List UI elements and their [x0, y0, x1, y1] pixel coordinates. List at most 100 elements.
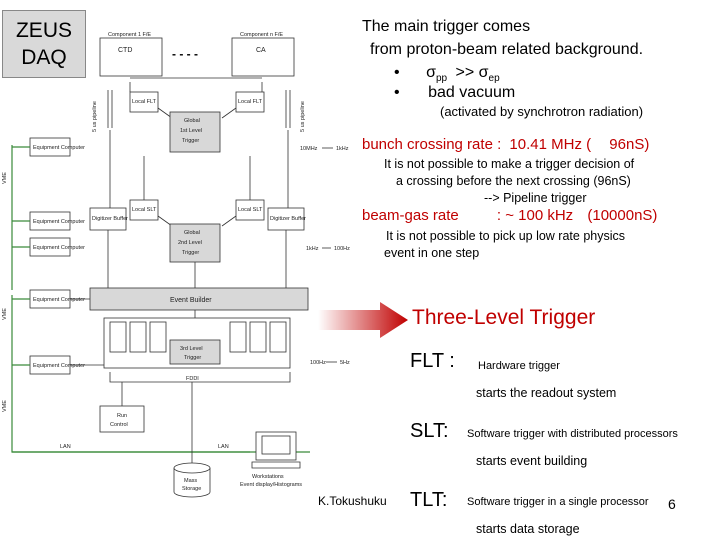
run-control-line2: Control	[110, 422, 128, 428]
event-builder-label: Event Builder	[170, 297, 212, 304]
flt-action: starts the readout system	[476, 386, 617, 400]
vme-label-1: VME	[2, 172, 8, 184]
global-flt-line2: 1st Level	[180, 128, 202, 134]
mass-storage-body	[173, 468, 211, 498]
vme-label-3: VME	[2, 400, 8, 412]
global-slt-line1: Global	[184, 230, 200, 236]
vme-label-2: VME	[2, 308, 8, 320]
run-control-line1: Run	[117, 413, 127, 419]
sigma-ep-symbol: σ	[478, 64, 489, 81]
component-n-fe-label: Component n F/E	[240, 32, 283, 38]
tlt-desc: Software trigger in a single processor	[467, 496, 649, 508]
bunch-desc3: --> Pipeline trigger	[484, 191, 587, 205]
lan-right-label: LAN	[218, 444, 229, 450]
mass-storage-line2: Storage	[182, 486, 201, 492]
bunch-crossing-label: bunch crossing rate :	[362, 136, 502, 153]
bunch-desc2: a crossing before the next crossing (96n…	[396, 174, 631, 188]
bullet-1: • σpp >> σep	[394, 64, 500, 84]
intro-note: (activated by synchrotron radiation)	[440, 104, 644, 119]
global-flt-line3: Trigger	[182, 138, 199, 144]
slt-links	[109, 130, 289, 227]
bunch-crossing-line: bunch crossing rate : 10.41 MHz ( 96nS)	[362, 136, 649, 153]
equipment-links	[12, 146, 30, 366]
page-number: 6	[668, 496, 676, 512]
lan-left-label: LAN	[60, 444, 71, 450]
rate2-out: 100Hz	[334, 246, 350, 252]
tlt-node-5	[249, 321, 267, 353]
sigma-pp-subscript: pp	[435, 73, 448, 85]
local-flt-left	[129, 91, 159, 113]
global-slt-line3: Trigger	[182, 250, 199, 256]
mass-storage-line1: Mass	[184, 478, 197, 484]
ctd-box	[99, 37, 163, 77]
sigma-ep: σep	[478, 64, 500, 85]
workstation-base	[251, 461, 301, 469]
title-line1: ZEUS	[15, 19, 72, 42]
pipeline-label-right: 5 us pipeline	[300, 101, 306, 132]
flt-label: FLT :	[410, 350, 455, 372]
flt-desc: Hardware trigger	[478, 360, 560, 372]
ca-box	[231, 37, 295, 77]
third-level-line2: Trigger	[184, 355, 201, 361]
workstations-line2: Event display/Histograms	[240, 482, 302, 488]
equipment-computer-3-label: Equipment Computer	[33, 245, 85, 251]
beam-gas-period: (10000nS)	[587, 207, 658, 224]
rate3-in: 100Hz	[310, 360, 326, 366]
tlt-action: starts data storage	[476, 522, 580, 536]
equipment-computer-2-label: Equipment Computer	[33, 219, 85, 225]
digitizer-buffer-left-label: Digitizer Buffer	[92, 216, 128, 222]
tlt-node-4	[229, 321, 247, 353]
sigma-ep-subscript: ep	[488, 73, 500, 85]
pipeline-left	[107, 90, 113, 128]
beam-gas-value: : ~ 100 kHz	[496, 207, 574, 224]
ca-label: CA	[256, 47, 266, 54]
title-line2: DAQ	[21, 46, 67, 69]
equipment-computer-1-label: Equipment Computer	[33, 145, 85, 151]
equipment-computer-5-label: Equipment Computer	[33, 363, 85, 369]
rate1-out: 1kHz	[336, 146, 349, 152]
tlt-links	[70, 310, 196, 366]
component-dots: - - - -	[172, 47, 198, 61]
slt-action: starts event building	[476, 454, 588, 468]
run-control-box	[99, 405, 145, 433]
bunch-crossing-value: 10.41 MHz (	[509, 136, 592, 153]
local-slt-right-label: Local SLT	[238, 207, 263, 213]
third-level-box	[169, 339, 221, 365]
pipeline-label-left: 5 us pipeline	[92, 101, 98, 132]
workstations-line1: Workstations	[252, 474, 284, 480]
fddi-label: FDDI	[186, 376, 199, 382]
author-label: K.Tokushuku	[318, 494, 387, 508]
global-slt-line2: 2nd Level	[178, 240, 202, 246]
beam-gas-line: beam-gas rate : ~ 100 kHz (10000nS)	[362, 207, 657, 224]
bunch-crossing-period: 96nS)	[609, 136, 650, 153]
ctd-label: CTD	[118, 47, 132, 54]
local-flt-right	[235, 91, 265, 113]
bunch-desc1: It is not possible to make a trigger dec…	[384, 157, 635, 171]
rate1-in: 10MHz	[300, 146, 318, 152]
bullet-1-marker: •	[394, 64, 400, 81]
local-flt-left-label: Local FLT	[132, 99, 157, 105]
pipeline-right	[285, 90, 291, 128]
intro-line1: The main trigger comes	[362, 18, 531, 35]
tlt-node-6	[269, 321, 287, 353]
workstation-screen	[261, 435, 291, 455]
tlt-node-1	[109, 321, 127, 353]
local-slt-left-label: Local SLT	[132, 207, 157, 213]
local-flt-right-label: Local FLT	[238, 99, 263, 105]
tlt-node-2	[129, 321, 147, 353]
bullet-2: • bad vacuum	[394, 84, 515, 102]
eb-links	[70, 230, 287, 300]
rate2-in: 1kHz	[306, 246, 319, 252]
title-box: ZEUS DAQ	[2, 10, 86, 78]
sigma-pp-symbol: σ	[426, 64, 436, 81]
equipment-computer-4-label: Equipment Computer	[33, 297, 85, 303]
tlt-node-3	[149, 321, 167, 353]
beam-gas-desc1: It is not possible to pick up low rate p…	[386, 229, 626, 243]
beam-gas-desc2: event in one step	[384, 246, 480, 260]
intro-line2: from proton-beam related background.	[370, 41, 644, 58]
beam-gas-label: beam-gas rate	[362, 207, 459, 224]
bullet-2-marker: •	[394, 84, 400, 101]
slt-desc: Software trigger with distributed proces…	[467, 428, 678, 440]
slt-label: SLT:	[410, 420, 449, 442]
